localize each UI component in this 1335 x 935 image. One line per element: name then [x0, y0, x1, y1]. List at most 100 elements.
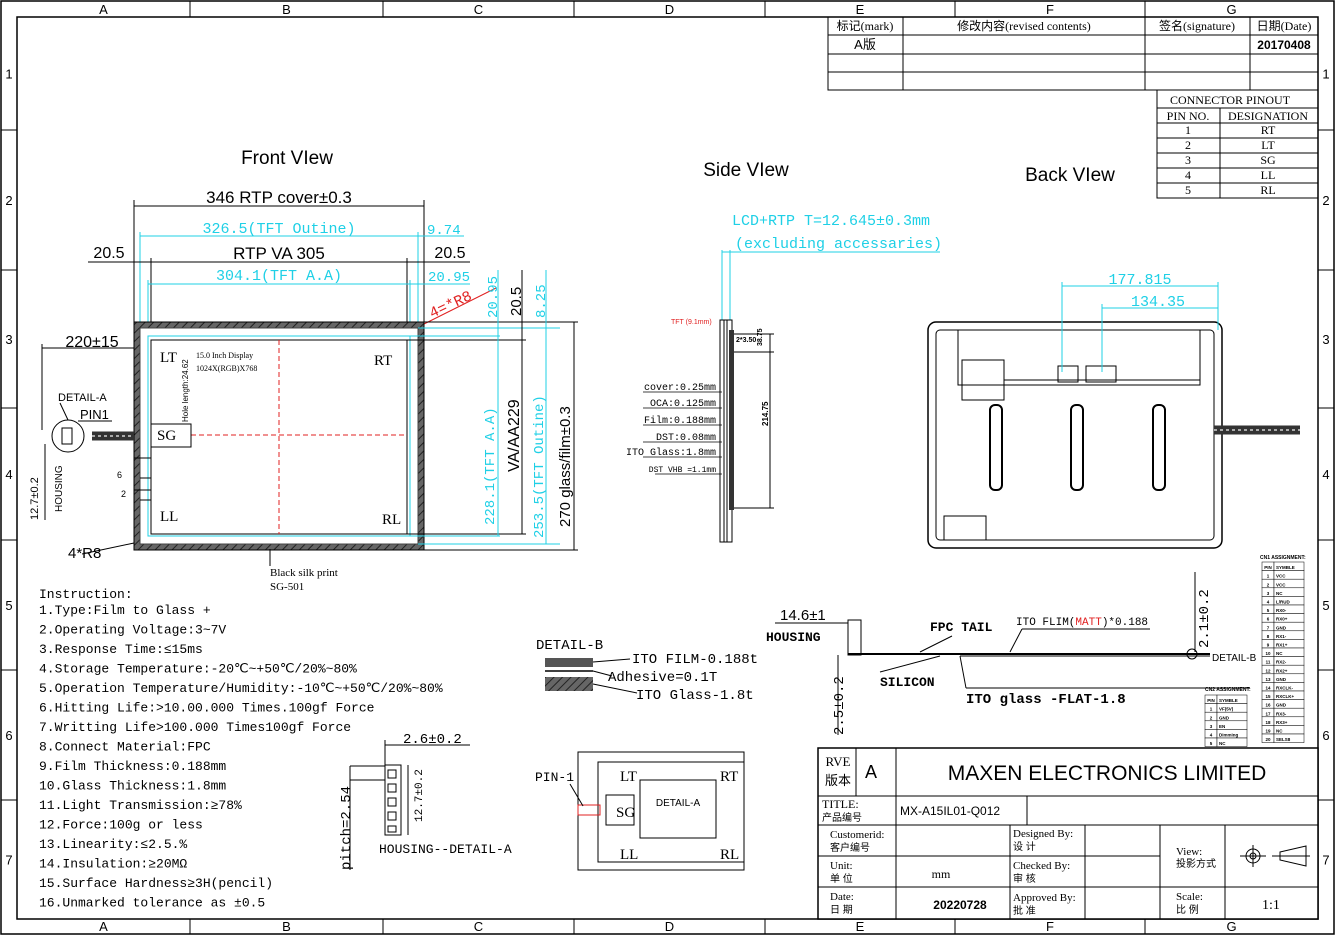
detail-a-box: PIN-1 LT RT SG LL RL DETAIL-A	[535, 751, 745, 871]
instructions: Instruction: 1.Type:Film to Glass +2.Ope…	[39, 587, 443, 911]
rve-value: A	[865, 762, 877, 782]
cn-pin-cell: 4	[1210, 733, 1213, 738]
side-dim-350: 2*3.50	[736, 337, 756, 344]
corner-ll: LL	[160, 509, 178, 525]
dim-cover-width: 346 RTP cover±0.3	[206, 188, 352, 207]
instruction-item: 7.Writting Life>100.000 Times100gf Force	[39, 720, 351, 735]
fpc-housing: HOUSING	[766, 630, 821, 645]
cn1-title: CN1 ASSIGNMENT:	[1260, 555, 1306, 561]
instruction-item: 15.Surface Hardness≥3H(pencil)	[39, 876, 273, 891]
cn-symbol-cell: L/RUD	[1276, 600, 1290, 605]
cn-pin-cell: 14	[1265, 686, 1271, 691]
cn-symbol-cell: NC	[1219, 741, 1226, 746]
unit-value: mm	[932, 867, 951, 881]
cn-pin-cell: 3	[1210, 724, 1213, 729]
dim-right-205: 20.5	[434, 245, 465, 262]
cn-pin-cell: 7	[1267, 625, 1270, 630]
dim-cable-length: 220±15	[65, 334, 118, 351]
grid-row-label-right: 6	[1322, 728, 1329, 743]
detail-b-title: DETAIL-B	[536, 638, 603, 654]
customer-label: Customerid:	[830, 829, 884, 841]
grid-col-label-top: E	[856, 2, 865, 17]
view-label: View:	[1176, 846, 1202, 858]
scale-label-cn: 比 例	[1176, 903, 1199, 916]
date-label: Date:	[830, 891, 854, 903]
rev-header-mark: 标记(mark)	[837, 19, 894, 33]
pinout-designation-cell: SG	[1260, 153, 1276, 167]
radius-bottom-label: 4*R8	[68, 545, 101, 562]
instruction-item: 6.Hitting Life:>10.00.000 Times.100gf Fo…	[39, 701, 374, 716]
rev-header-date: 日期(Date)	[1257, 19, 1312, 33]
pinout-designation-cell: RT	[1261, 123, 1276, 137]
dim-tft-aa: 304.1(TFT A.A)	[216, 268, 342, 285]
dim-tft-aa-height: 228.1(TFT A.A)	[483, 407, 499, 525]
fpc-film-post: )*0.188	[1102, 617, 1148, 629]
grid-row-label-left: 6	[5, 728, 12, 743]
pinout-header-pin: PIN NO.	[1167, 109, 1210, 123]
dim-974: 9.74	[427, 223, 461, 239]
fpc-tail: FPC TAIL	[930, 620, 993, 635]
cn-pin-cell: 17	[1265, 711, 1271, 716]
detail-b: DETAIL-B ITO FILM-0.188t Adhesive=0.1T I…	[536, 638, 758, 704]
detail-a-ll: LL	[620, 847, 638, 863]
pinout-header-designation: DESIGNATION	[1228, 109, 1308, 123]
fpc-dim-25: 2.5±0.2	[832, 676, 848, 735]
instruction-item: 2.Operating Voltage:3~7V	[39, 623, 226, 638]
cn-pin-cell: 5	[1210, 741, 1213, 746]
cn-symbol-cell: NC	[1276, 591, 1283, 596]
cn-symbol-cell: GND	[1276, 625, 1287, 630]
fpc-glass: ITO glass -FLAT-1.8	[966, 692, 1126, 708]
instruction-item: 5.Operation Temperature/Humidity:-10℃~+5…	[39, 681, 443, 696]
side-tft-thickness: TFT (9.1mm)	[671, 319, 712, 326]
grid-col-label-bottom: F	[1046, 919, 1054, 934]
dim-825-side: 8.25	[534, 284, 550, 318]
dim-glass-height: 270 glass/film±0.3	[557, 406, 574, 527]
display-resolution: 1024X(RGB)X768	[196, 364, 257, 373]
unit-label-cn: 单 位	[830, 872, 853, 885]
detail-b-adhesive: Adhesive=0.1T	[608, 670, 717, 686]
cn-pin-cell: 16	[1265, 703, 1271, 708]
checked-label: Checked By:	[1013, 860, 1070, 872]
unit-label: Unit:	[830, 860, 853, 872]
instructions-title: Instruction:	[39, 587, 133, 602]
display-size: 15.0 Inch Display	[196, 351, 253, 360]
cn-symbol-cell: SYMBLE	[1276, 565, 1295, 570]
back-view: 177.815 134.35	[927, 272, 1300, 549]
grid-col-label-bottom: G	[1226, 919, 1236, 934]
instruction-item: 14.Insulation:≥20MΩ	[39, 857, 187, 872]
cn-symbol-cell: RXCLK+	[1276, 694, 1294, 699]
rev-header-contents: 修改内容(revised contents)	[957, 18, 1091, 33]
hole-length: Hole length:24.62	[181, 359, 190, 422]
cn-symbol-cell: NC	[1276, 729, 1283, 734]
housing-detail-height: 12.7±0.2	[414, 769, 426, 822]
projection-symbol-icon	[1240, 845, 1310, 867]
cn-symbol-cell: SYMBLE	[1219, 698, 1238, 703]
cn-symbol-cell: RX0-	[1276, 608, 1287, 613]
grid-row-label-right: 4	[1322, 467, 1329, 482]
housing-callout: HOUSING	[54, 465, 65, 512]
grid-row-label-left: 1	[5, 67, 12, 82]
pinout-pin-cell: 2	[1185, 138, 1191, 152]
cn-symbol-cell: RX1+	[1276, 643, 1288, 648]
cn-symbol-cell: EN	[1219, 724, 1225, 729]
silk-print-code: SG-501	[270, 581, 304, 593]
fpc-detail-b: DETAIL-B	[1212, 653, 1257, 664]
dim-2095-side: 20.95	[486, 276, 502, 318]
fpc-width: 14.6±1	[780, 607, 826, 624]
dim-rtp-va: RTP VA 305	[233, 244, 325, 263]
rev-date-value: 20170408	[1257, 38, 1311, 52]
back-dim-134: 134.35	[1131, 294, 1185, 311]
detail-a-rl: RL	[720, 847, 739, 863]
back-dim-177: 177.815	[1108, 272, 1171, 289]
pinout-pin-cell: 3	[1185, 153, 1191, 167]
side-dim-21475: 214.75	[761, 401, 770, 426]
side-layer-label: DST:0.08mm	[656, 433, 716, 444]
date-label-cn: 日 期	[830, 904, 853, 916]
grid-col-label-top: G	[1226, 2, 1236, 17]
fpc-film: ITO FLIM(MATT)*0.188	[1016, 617, 1148, 629]
cn-symbol-cell: GND	[1219, 715, 1230, 720]
side-layer-label: cover:0.25mm	[644, 383, 716, 394]
rev-mark-value: A版	[854, 37, 876, 52]
housing-width: 2.6±0.2	[403, 732, 462, 748]
